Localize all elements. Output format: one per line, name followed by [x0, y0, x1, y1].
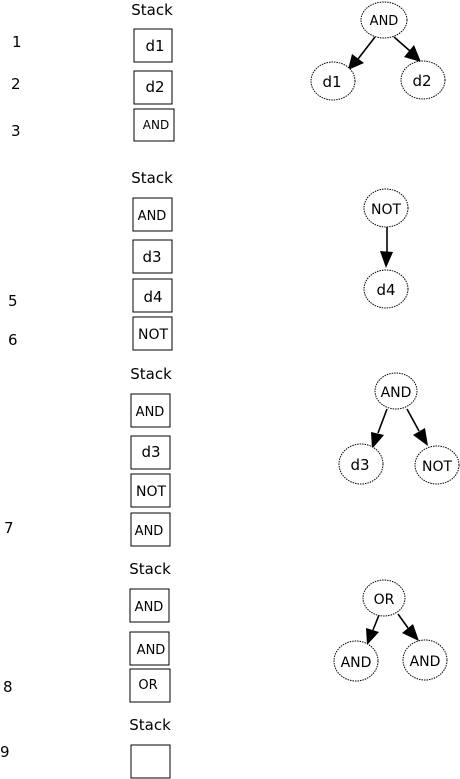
stack-title: Stack [129, 716, 171, 734]
stack-5: Stack [129, 716, 171, 779]
tree-node-label: AND [370, 14, 399, 29]
arrow-head [413, 428, 428, 446]
stack-3: Stack AND d3 NOT AND [130, 365, 172, 547]
stack-cell-label: AND [136, 405, 165, 420]
arrow-head [404, 45, 421, 62]
stack-cell [133, 108, 175, 142]
tree-edge [397, 613, 409, 629]
stack-title: Stack [131, 1, 173, 19]
arrow-head [371, 432, 384, 449]
step-number: 8 [3, 678, 13, 696]
tree-node [310, 61, 356, 101]
stack-cell-label: AND [138, 209, 167, 224]
tree-node [360, 1, 408, 39]
step-number: 6 [8, 331, 18, 349]
tree-edge [357, 36, 376, 60]
stack-2: Stack AND d3 d4 NOT [131, 169, 173, 351]
stack-title: Stack [130, 365, 172, 383]
tree-node [333, 640, 379, 682]
tree-node-label: AND [341, 655, 372, 671]
tree-node-label: NOT [422, 459, 452, 475]
stack-cell-label: AND [135, 600, 164, 615]
stack-title: Stack [131, 169, 173, 187]
tree-edge [377, 408, 388, 434]
stack-cell [130, 744, 171, 779]
tree-3: AND d3 NOT [338, 372, 460, 485]
stack-cell [133, 28, 173, 63]
tree-node [362, 579, 406, 617]
stack-cell [132, 239, 173, 274]
stack-cell-label: d1 [145, 37, 164, 55]
stack-cell-label: NOT [136, 484, 166, 500]
tree-node-label: d2 [412, 72, 431, 90]
arrow-head [366, 628, 379, 645]
stack-cell [132, 197, 173, 232]
tree-node [402, 639, 448, 681]
tree-node-label: OR [374, 592, 395, 608]
stack-cell [132, 316, 173, 351]
stack-1: Stack d1 d2 AND [131, 1, 175, 142]
stack-cell [133, 70, 173, 105]
tree-node-label: d4 [376, 281, 395, 299]
tree-edge [372, 614, 380, 631]
step-number: 5 [8, 292, 18, 310]
stack-cell [130, 435, 171, 470]
tree-1: AND d1 d2 [310, 1, 446, 101]
tree-node [414, 445, 460, 485]
stack-cell [129, 631, 170, 666]
tree-node-label: d1 [322, 73, 341, 91]
arrow-head [348, 54, 364, 70]
tree-node [338, 443, 384, 485]
tree-node-label: AND [381, 385, 412, 401]
tree-node-label: AND [410, 654, 441, 670]
stack-cell-label: AND [143, 118, 169, 132]
tree-node [363, 269, 409, 309]
tree-node [363, 188, 409, 228]
tree-4: OR AND AND [333, 579, 448, 682]
step-number: 7 [4, 519, 14, 537]
stack-cell [130, 512, 171, 547]
tree-node [374, 372, 418, 410]
arrow-head [380, 251, 393, 268]
stack-cell-label: d3 [142, 248, 161, 266]
stack-cell [129, 668, 171, 703]
stack-cell-label: d3 [141, 443, 160, 461]
step-number: 1 [12, 33, 22, 51]
step-number: 3 [11, 122, 21, 140]
tree-node [400, 60, 446, 100]
arrow-head [402, 624, 419, 641]
stack-title: Stack [129, 560, 171, 578]
tree-node-label: d3 [350, 456, 369, 474]
stack-4: Stack AND AND OR [129, 560, 171, 703]
step-number: 9 [0, 743, 10, 761]
stack-cell-label: d2 [145, 78, 164, 96]
stack-cell [130, 393, 171, 428]
stack-cell-label: d4 [143, 288, 162, 306]
tree-2: NOT d4 [363, 188, 409, 309]
stack-cell [129, 588, 170, 623]
stack-cell-label: AND [137, 643, 166, 658]
stack-cell-label: NOT [138, 327, 168, 343]
tree-edge [393, 36, 411, 52]
stack-cell-label: AND [135, 524, 164, 539]
step-numbers: 1 2 3 5 6 7 8 9 [0, 33, 22, 761]
stack-cell [132, 278, 173, 313]
stack-cell-label: OR [138, 678, 157, 693]
tree-edge [406, 408, 420, 432]
step-number: 2 [11, 75, 21, 93]
tree-node-label: NOT [371, 202, 401, 218]
stack-cell [130, 473, 171, 508]
